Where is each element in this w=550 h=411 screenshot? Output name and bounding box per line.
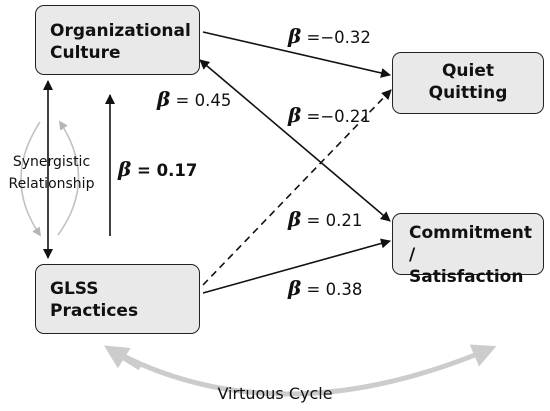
node-text: Organizational [50,21,191,41]
virtuous-cycle-label: Virtuous Cycle [217,384,333,403]
edge-label-glss-oc: β = 0.17 [118,157,197,181]
arrow-glss-to-qq-dashed [202,89,392,286]
edge-value: = 0.21 [301,211,363,230]
beta-symbol: β [288,276,302,300]
beta-symbol: β [288,103,302,127]
node-organizational-culture: Organizational Culture [35,5,200,75]
edge-value: = 0.38 [301,280,363,299]
node-text: Quiet [441,61,495,81]
node-commitment-satisfaction: Commitment / Satisfaction [392,213,544,287]
edge-value: = 0.17 [131,161,198,180]
node-text: Practices [50,301,139,321]
edge-label-oc-cs: β = 0.21 [288,207,362,231]
edge-value: = 0.45 [170,91,232,110]
beta-symbol: β [288,24,302,48]
synergy-circle-left [20,121,42,237]
node-quiet-quitting: Quiet Quitting [392,52,544,114]
node-text: Commitment / [409,223,533,265]
node-text: Quitting [428,83,508,103]
arrow-glss-to-cs [202,238,391,294]
synergistic-relationship-label: Synergistic Relationship [5,151,98,195]
beta-symbol: β [157,87,171,111]
node-text: Culture [50,43,121,63]
node-text: Satisfaction [409,267,524,287]
synergy-text: Synergistic [12,154,91,170]
synergy-text: Relationship [8,176,95,192]
edge-value: =−0.21 [301,107,371,126]
edge-value: =−0.32 [301,28,371,47]
synergy-circle-right [57,120,80,236]
node-text: GLSS [50,279,99,299]
virtuous-cycle-arc-start [103,345,142,371]
virtuous-cycle-arc [106,344,497,397]
arrow-oc-cs-bidirectional [199,59,391,222]
edge-label-oc-qq: β =−0.32 [288,24,371,48]
edge-label-glss-oc-bidirectional: β = 0.45 [157,87,231,111]
beta-symbol: β [118,157,132,181]
edge-label-glss-cs: β = 0.38 [288,276,362,300]
edge-label-glss-qq: β =−0.21 [288,103,371,127]
node-glss-practices: GLSS Practices [35,264,200,334]
beta-symbol: β [288,207,302,231]
